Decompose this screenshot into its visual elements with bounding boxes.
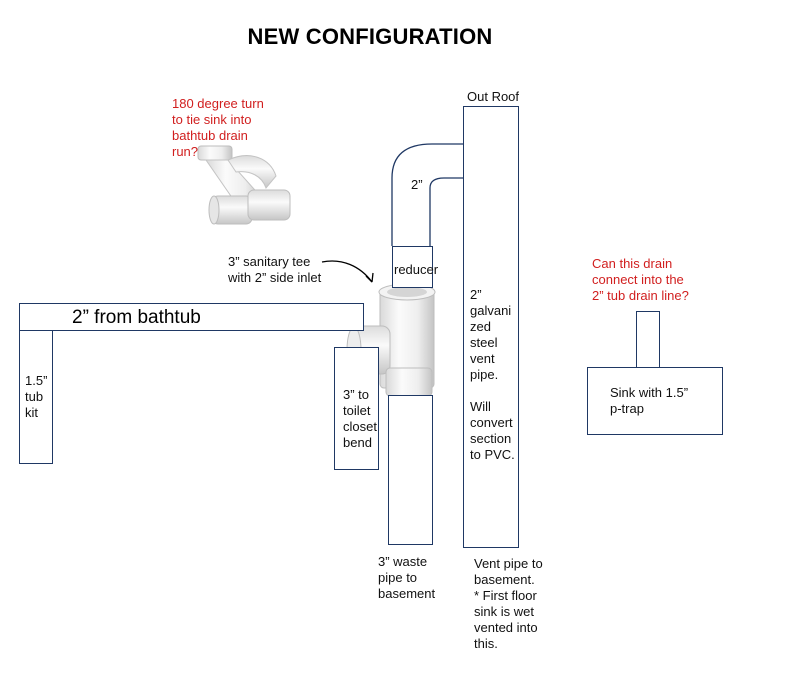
toilet-bend-pipe: 3” to toilet closet bend (334, 347, 379, 470)
sanitary-tee-illustration (346, 283, 436, 397)
sink-box: Sink with 1.5” p-trap (587, 367, 723, 435)
page-title: NEW CONFIGURATION (247, 24, 493, 49)
galvanized-vent-pipe: 2” galvani zed steel vent pipe. Will con… (463, 106, 519, 548)
toilet-bend-label: 3” to toilet closet bend (343, 387, 377, 450)
tub-kit-pipe: 1.5” tub kit (19, 330, 53, 464)
out-roof-label: Out Roof (467, 89, 520, 104)
turn-question: 180 degree turn to tie sink into bathtub… (172, 96, 264, 159)
sanitary-tee-label: 3” sanitary tee with 2” side inlet (228, 254, 322, 285)
waste-pipe (388, 395, 433, 545)
two-inch-elbow-inner (429, 177, 464, 246)
waste-pipe-label: 3” waste pipe to basement (378, 554, 436, 601)
two-inch-elbow (391, 143, 464, 246)
sanitary-tee-pointer (321, 260, 373, 283)
bathtub-drain-pipe: 2” from bathtub (19, 303, 364, 331)
galvanized-vent-label: 2” galvani zed steel vent pipe. Will con… (470, 287, 515, 462)
reducer-label: reducer (394, 262, 439, 277)
elbow-size-label: 2” (411, 177, 423, 192)
sink-label: Sink with 1.5” p-trap (610, 385, 689, 416)
double-wye-fitting-illustration (197, 145, 291, 225)
bathtub-drain-label: 2” from bathtub (72, 307, 201, 328)
sink-question: Can this drain connect into the 2” tub d… (592, 256, 689, 303)
sink-drain-stub (636, 311, 660, 368)
vent-basement-label: Vent pipe to basement. * First floor sin… (474, 556, 543, 651)
tub-kit-label: 1.5” tub kit (25, 373, 48, 420)
reducer-box: reducer (392, 246, 438, 288)
